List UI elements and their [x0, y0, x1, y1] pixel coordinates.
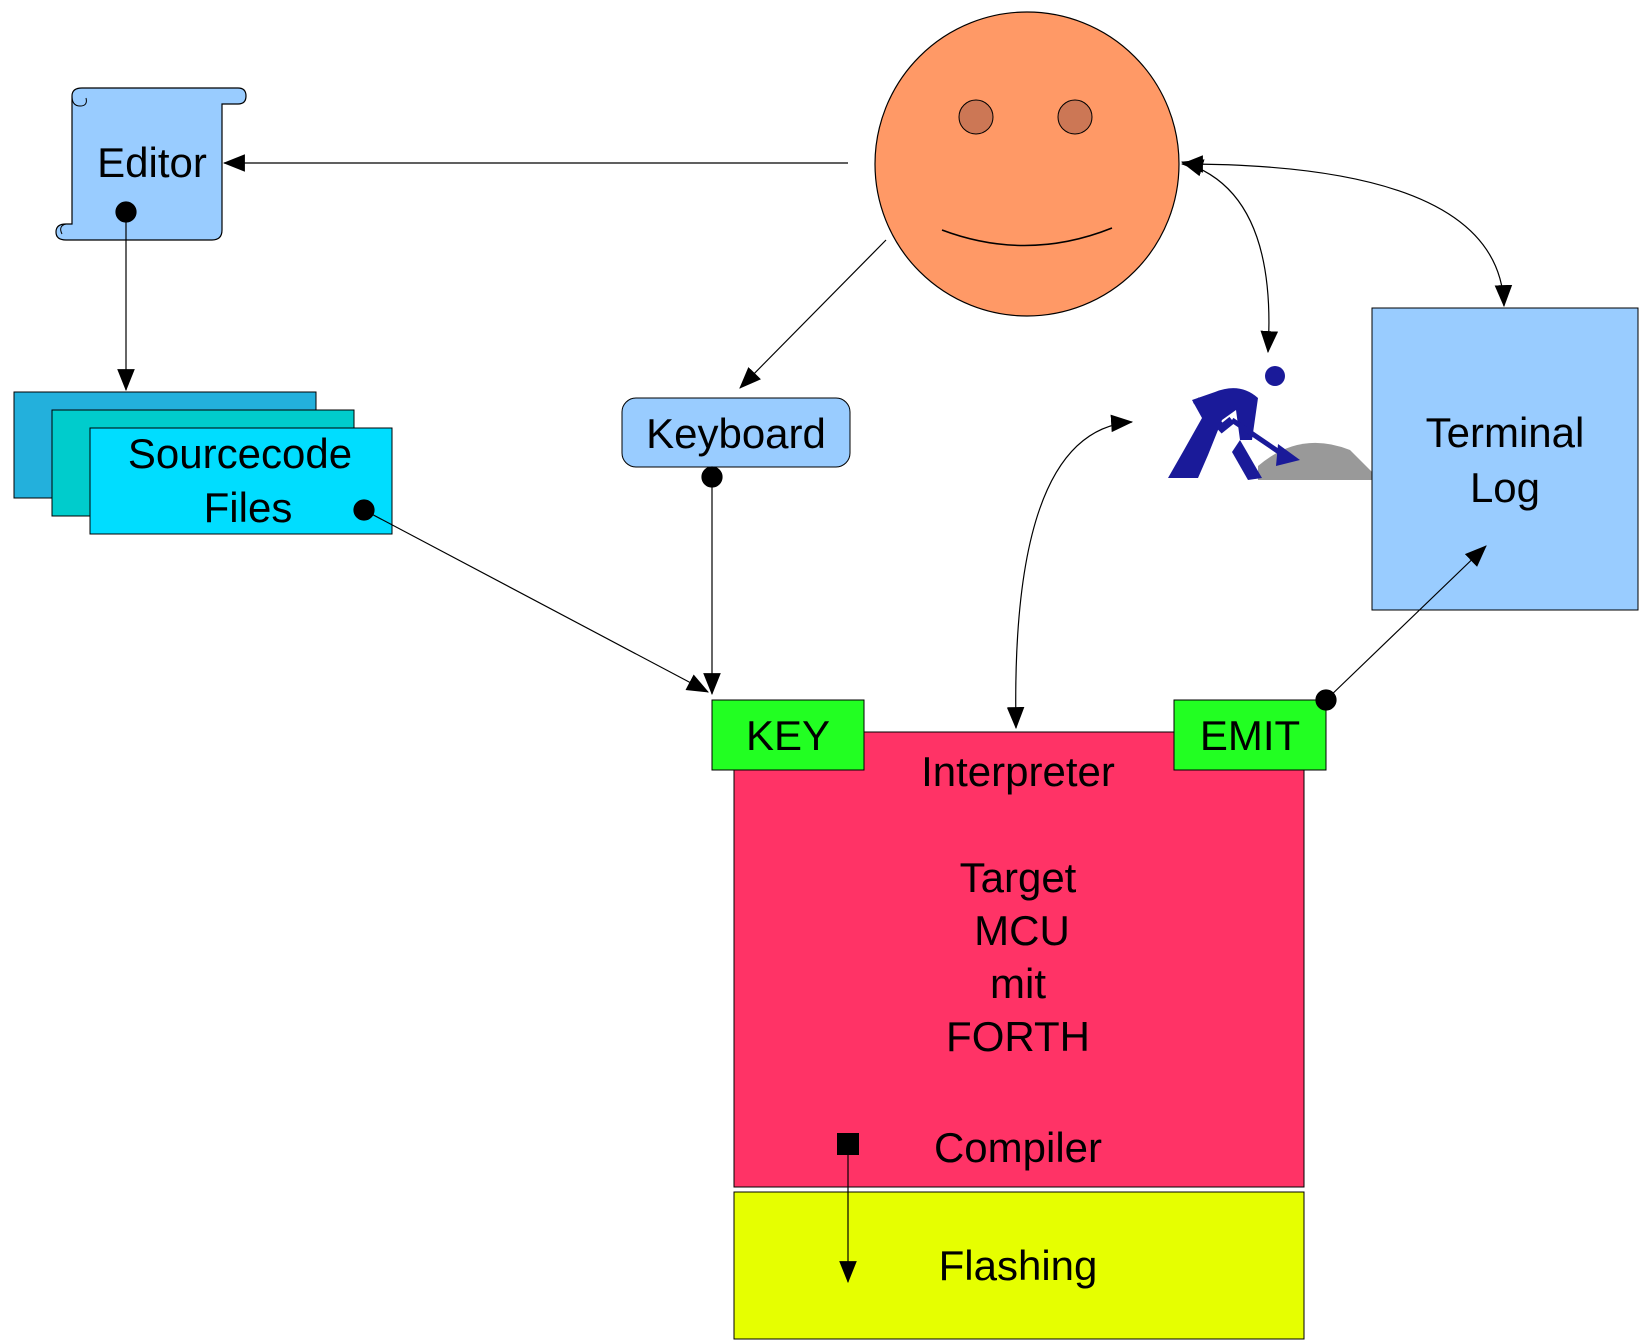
connector-user-keyboard: [739, 239, 887, 389]
terminal-node: Terminal Log: [1371, 307, 1639, 611]
key-port: KEY: [711, 699, 865, 771]
keyboard-output-dot: [701, 466, 723, 488]
worker-node: [1168, 366, 1380, 480]
sourcecode-node: Sourcecode Files: [13, 391, 393, 535]
connector-user-terminal: [1180, 155, 1513, 308]
flashing-node: Flashing: [733, 1191, 1305, 1340]
interpreter-label: Interpreter: [921, 748, 1115, 795]
keyboard-label: Keyboard: [646, 410, 826, 457]
stacked-documents-icon: [13, 391, 393, 535]
target-label: Target: [960, 854, 1077, 901]
scroll-icon: [55, 87, 247, 241]
flashing-label: Flashing: [939, 1242, 1098, 1289]
keyboard-node: Keyboard: [621, 397, 851, 468]
smiley-face-icon: [874, 11, 1180, 317]
connectors: [115, 154, 1513, 1284]
connector-emit-terminal: [1325, 545, 1487, 701]
sourcecode-label-line1: Sourcecode: [128, 430, 352, 477]
connector-sourcecode-key: [363, 509, 709, 693]
construction-worker-icon: [1168, 366, 1380, 480]
mcu-label: MCU: [974, 907, 1070, 954]
editor-output-dot: [115, 201, 137, 223]
editor-node: Editor: [55, 87, 247, 241]
forth-label: FORTH: [946, 1013, 1090, 1060]
compiler-label: Compiler: [934, 1124, 1102, 1171]
emit-port: EMIT: [1173, 699, 1327, 771]
compiler-output-square: [837, 1133, 859, 1155]
sourcecode-output-dot: [353, 499, 375, 521]
user-node: [874, 11, 1180, 317]
connector-worker-interpreter: [1006, 414, 1134, 730]
emit-output-dot: [1315, 689, 1337, 711]
editor-label: Editor: [97, 139, 207, 186]
emit-port-label: EMIT: [1200, 712, 1300, 759]
terminal-label-line1: Terminal: [1426, 409, 1585, 456]
mit-label: mit: [990, 960, 1046, 1007]
connector-user-worker: [1180, 159, 1279, 354]
terminal-label-line2: Log: [1470, 464, 1540, 511]
mcu-node: Interpreter Target MCU mit FORTH Compile…: [733, 731, 1305, 1188]
sourcecode-label-line2: Files: [204, 484, 293, 531]
key-port-label: KEY: [746, 712, 830, 759]
